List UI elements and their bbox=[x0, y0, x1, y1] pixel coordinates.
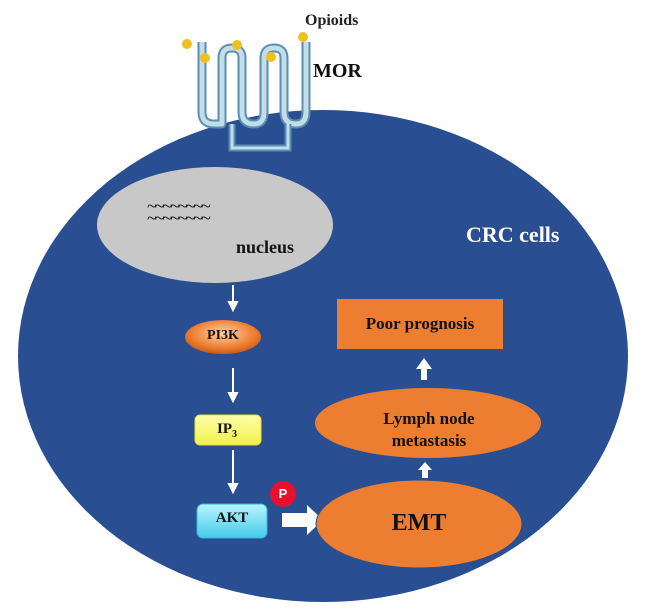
opioid-ligands bbox=[182, 32, 308, 63]
emt-lymph-arrow bbox=[418, 462, 432, 478]
akt-emt-arrow bbox=[282, 505, 323, 535]
pi3k-label: PI3K bbox=[207, 328, 239, 343]
crc-cells-label: CRC cells bbox=[466, 222, 560, 247]
lymph-label-line-1: Lymph node bbox=[383, 409, 475, 428]
emt-node bbox=[315, 479, 523, 569]
akt-node bbox=[196, 503, 268, 539]
opioids-label: Opioids bbox=[305, 12, 359, 29]
poor-prognosis-label: Poor prognosis bbox=[365, 314, 475, 333]
lymph-label-line-2: metastasis bbox=[391, 431, 467, 450]
ip3-label: IP3 bbox=[192, 421, 262, 440]
phospho-label: P bbox=[278, 486, 288, 501]
mor-label: MOR bbox=[313, 60, 362, 82]
pathway-arrows bbox=[227, 285, 239, 495]
nucleus-dna-line-1: ~~~~~~~~ bbox=[147, 196, 211, 216]
pi3k-node bbox=[185, 320, 261, 354]
akt-label: AKT bbox=[215, 510, 249, 526]
phospho-marker bbox=[270, 481, 296, 507]
ip3-label-base: IP bbox=[217, 421, 232, 437]
lymph-node-metastasis-label: Lymph node metastasis bbox=[316, 408, 542, 452]
nucleus-dna-line-2: ~~~~~~~~ bbox=[147, 208, 211, 228]
poor-prognosis-node bbox=[337, 299, 503, 349]
lymph-prognosis-arrow bbox=[416, 358, 432, 380]
lymph-node-metastasis-node bbox=[315, 388, 541, 458]
ip3-node bbox=[194, 414, 262, 446]
nucleus-label: nucleus bbox=[236, 237, 295, 257]
ip3-label-subscript: 3 bbox=[232, 429, 237, 440]
nucleus bbox=[97, 167, 333, 283]
emt-label: EMT bbox=[391, 510, 447, 536]
mor-receptor bbox=[197, 42, 311, 152]
